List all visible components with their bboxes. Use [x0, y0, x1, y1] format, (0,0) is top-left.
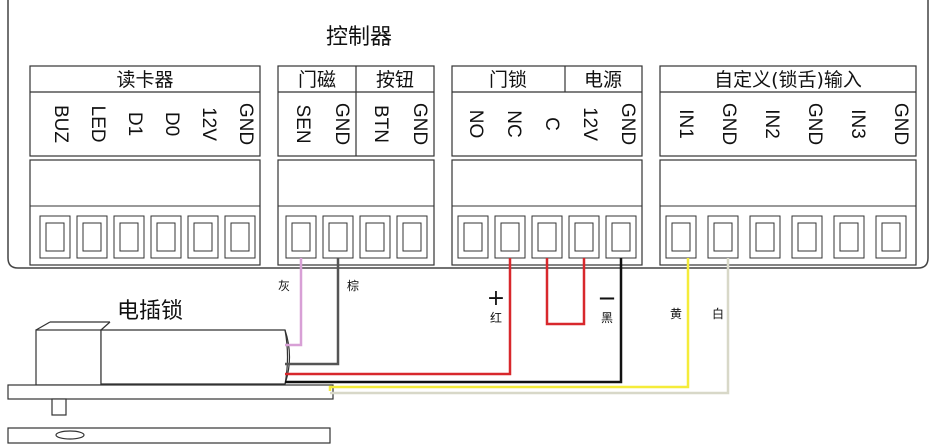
group-label-power: 电源: [584, 69, 622, 91]
pin-sen: SEN: [292, 104, 313, 143]
wire-brown: [285, 258, 340, 366]
group-custom: 自定义(锁舌)输入 IN1 GND IN2 GND IN3 GND: [659, 65, 917, 266]
pin-gnd: GND: [617, 103, 638, 145]
terminal-screws-doorlock-power: [457, 215, 637, 259]
terminal-screws-doormag-button: [285, 215, 428, 259]
pin-12v: 12V: [198, 107, 219, 141]
lock-bolt: [51, 398, 67, 416]
strike-hole: [55, 430, 85, 440]
pin-gnd: GND: [235, 103, 256, 145]
wire-red-jumper: [545, 258, 586, 326]
label-yellow: 黄: [670, 307, 682, 321]
pin-in1: IN1: [675, 109, 696, 139]
pin-buz: BUZ: [50, 105, 71, 143]
terminal-screws-custom: [665, 215, 907, 259]
wire-black: [285, 258, 623, 384]
wire-white: [330, 258, 730, 395]
pin-gnd: GND: [890, 103, 911, 145]
group-doorlock-power: 门锁 电源 NO NC C 12V GND: [451, 65, 643, 266]
pin-12v: 12V: [579, 107, 600, 141]
wire-red: [285, 258, 512, 376]
terminal-block-custom: [659, 159, 917, 266]
label-plus: +: [487, 286, 505, 311]
terminal-screws-reader: [39, 215, 256, 259]
pin-gnd: GND: [804, 103, 825, 145]
pin-d1: D1: [124, 112, 145, 136]
controller-body: [7, 0, 929, 269]
pin-btn: BTN: [370, 105, 391, 143]
group-label-custom: 自定义(锁舌)输入: [714, 69, 862, 91]
controller-title: 控制器: [326, 25, 392, 50]
wire-gray: [285, 258, 303, 347]
group-label-doormag: 门磁: [298, 69, 336, 91]
lock-mount-plate: [7, 384, 334, 400]
group-label-reader: 读卡器: [116, 69, 173, 91]
label-minus: —: [599, 288, 615, 307]
pin-nc: NC: [503, 110, 524, 137]
group-label-button: 按钮: [376, 69, 414, 91]
label-gray: 灰: [278, 279, 290, 293]
pin-labels-reader: BUZ LED D1 D0 12V GND: [50, 103, 256, 145]
label-brown: 棕: [347, 278, 359, 293]
group-reader: 读卡器 BUZ LED D1 D0 12V GND: [29, 65, 261, 266]
pin-gnd: GND: [331, 103, 352, 145]
pin-gnd: GND: [409, 103, 430, 145]
strike-plate: [7, 427, 331, 444]
pin-d0: D0: [161, 112, 182, 136]
label-white: 白: [712, 306, 724, 321]
group-label-doorlock: 门锁: [489, 69, 527, 91]
pin-in3: IN3: [847, 109, 868, 139]
wires: [285, 258, 730, 395]
group-doormag-button: 门磁 按钮 SEN GND BTN GND: [277, 65, 435, 266]
lock-body: [100, 329, 289, 385]
lock-end-cap: [35, 329, 102, 386]
electric-bolt-lock: 电插锁: [7, 299, 334, 444]
wire-yellow: [328, 258, 690, 391]
label-red: 红: [490, 310, 502, 325]
pin-in2: IN2: [761, 109, 782, 139]
pin-c: C: [541, 117, 562, 131]
pin-gnd: GND: [718, 103, 739, 145]
label-black: 黑: [601, 311, 613, 325]
pin-no: NO: [465, 110, 486, 139]
lock-label: 电插锁: [117, 299, 183, 324]
pin-led: LED: [87, 106, 108, 143]
